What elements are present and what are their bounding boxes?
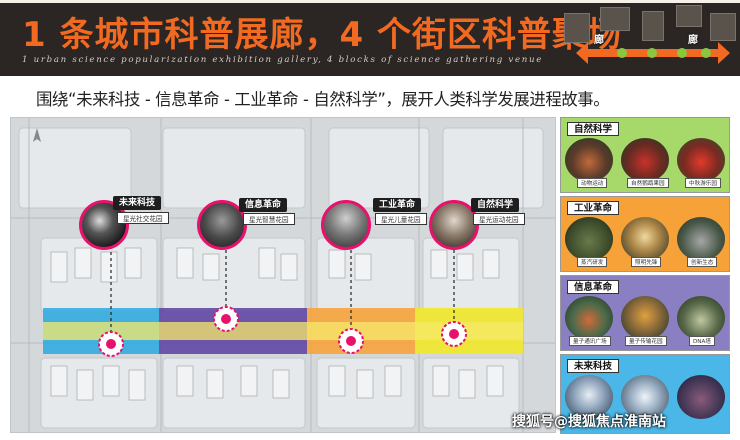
thumb-label-industrial-2: 照明先锋 xyxy=(631,257,662,267)
thumb-info-2 xyxy=(621,296,669,340)
thumb-info-3 xyxy=(677,296,725,340)
banner-city-illustration xyxy=(560,3,740,76)
tagline-text: 围绕“未来科技 - 信息革命 - 工业革命 - 自然科学”，展开人类科学发展进程… xyxy=(36,90,610,109)
thumb-future-2 xyxy=(621,375,669,419)
panel-info-revolution: 信息革命 量子通讯广场 量子传输花园 DNA塔 xyxy=(560,275,730,351)
panel-title-industrial-revolution: 工业革命 xyxy=(567,201,620,215)
thumb-label-industrial-3: 创新生态 xyxy=(687,257,718,267)
thumb-label-natural-3: 中秋游乐园 xyxy=(685,178,721,188)
panel-natural-science: 自然科学 动物运动 自然鹦鹉果园 中秋游乐园 xyxy=(560,117,730,193)
node-marker-natural-science[interactable] xyxy=(441,321,467,347)
panel-title-future-tech: 未来科技 xyxy=(567,359,620,373)
thumb-industrial-2 xyxy=(621,217,669,261)
node-label-industrial-revolution: 工业革命 xyxy=(373,198,422,212)
node-sublabel-industrial-revolution: 星光儿童花园 xyxy=(375,213,427,225)
node-sublabel-info-revolution: 星光智慧花园 xyxy=(243,213,295,225)
node-label-natural-science: 自然科学 xyxy=(471,198,520,212)
node-marker-future-tech[interactable] xyxy=(98,331,124,357)
node-label-future-tech: 未来科技 xyxy=(113,196,162,210)
thumb-label-industrial-1: 蒸汽研发 xyxy=(577,257,608,267)
panel-future-tech: 未来科技 xyxy=(560,354,730,434)
node-label-info-revolution: 信息革命 xyxy=(239,198,288,212)
corridor-label-right: 廊 xyxy=(688,35,698,46)
thumb-industrial-3 xyxy=(677,217,725,261)
thumb-natural-2 xyxy=(621,138,669,182)
node-marker-info-revolution[interactable] xyxy=(213,306,239,332)
thumb-natural-1 xyxy=(565,138,613,182)
thumb-label-natural-1: 动物运动 xyxy=(577,178,608,188)
thumb-label-info-2: 量子传输花园 xyxy=(625,336,667,346)
thumb-future-1 xyxy=(565,375,613,419)
node-sublabel-natural-science: 星光运动花园 xyxy=(473,213,525,225)
corridor-label-left: 廊 xyxy=(594,35,604,46)
thumb-label-natural-2: 自然鹦鹉果园 xyxy=(627,178,669,188)
thumb-future-3 xyxy=(677,375,725,419)
site-plan-drawing xyxy=(11,118,555,432)
thumb-industrial-1 xyxy=(565,217,613,261)
node-photo-info-revolution xyxy=(197,200,247,250)
page-title: 1 条城市科普展廊，4 个街区科普聚场 xyxy=(22,15,622,55)
node-sublabel-future-tech: 星光社交花园 xyxy=(117,212,169,224)
header-banner: 1 条城市科普展廊，4 个街区科普聚场 1 urban science popu… xyxy=(0,0,740,76)
banner-top-stripe xyxy=(0,0,740,3)
thumb-label-info-1: 量子通讯广场 xyxy=(569,336,611,346)
corridor-arrow-icon xyxy=(576,38,730,68)
thumb-label-info-3: DNA塔 xyxy=(689,336,715,346)
panel-title-info-revolution: 信息革命 xyxy=(567,280,620,294)
node-photo-industrial-revolution xyxy=(321,200,371,250)
panel-title-natural-science: 自然科学 xyxy=(567,122,620,136)
node-photo-natural-science xyxy=(429,200,479,250)
page-subtitle-en: 1 urban science popularization exhibitio… xyxy=(22,55,544,65)
panel-industrial-revolution: 工业革命 蒸汽研发 照明先锋 创新生态 xyxy=(560,196,730,272)
site-plan-map: 未来科技 星光社交花园 信息革命 星光智慧花园 工业革命 星光儿童花园 自然科学… xyxy=(10,117,556,433)
north-arrow-icon xyxy=(33,128,41,142)
thumb-natural-3 xyxy=(677,138,725,182)
corridor-spine xyxy=(43,322,523,340)
thumb-info-1 xyxy=(565,296,613,340)
watermark-text: 搜狐号@搜狐焦点淮南站 xyxy=(512,414,666,430)
node-marker-industrial-revolution[interactable] xyxy=(338,328,364,354)
